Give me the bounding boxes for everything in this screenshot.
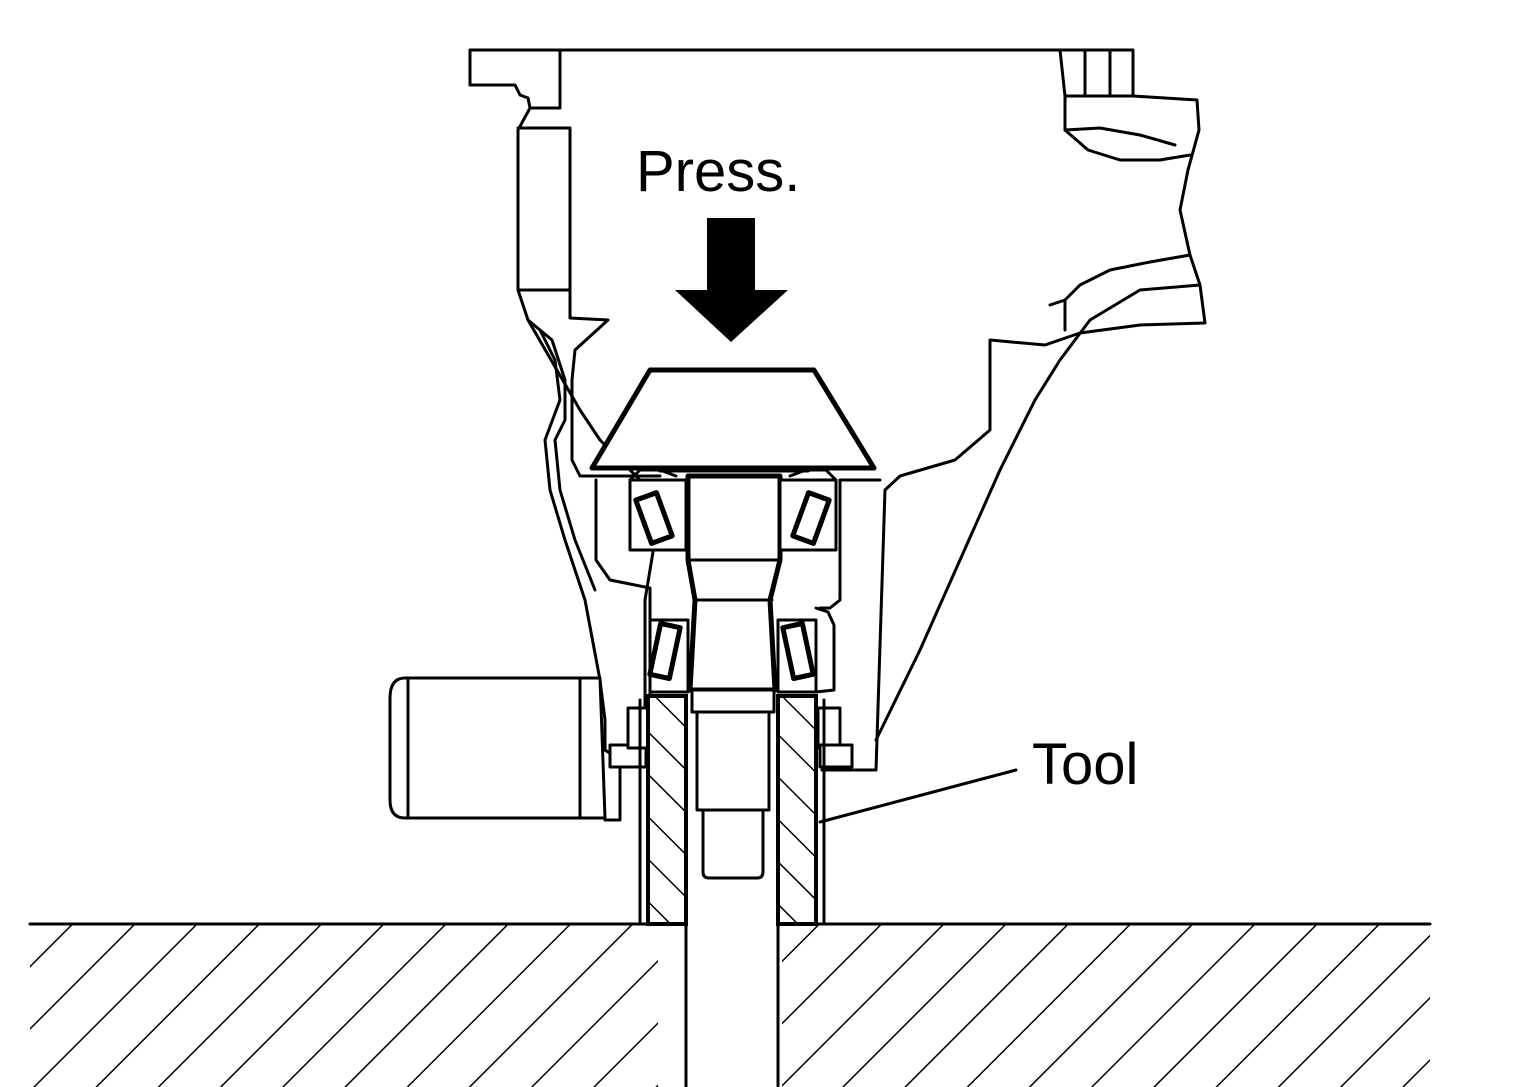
side-cover	[388, 676, 607, 820]
shaft	[685, 473, 783, 880]
tool-label: Tool	[1032, 732, 1138, 797]
lower-bearing	[647, 606, 836, 694]
tool-leader-line	[818, 768, 1018, 824]
tool-sleeve	[638, 694, 826, 926]
press-label: Press.	[636, 139, 800, 204]
press-bed	[28, 922, 1432, 1087]
press-arrow-icon	[675, 218, 788, 342]
upper-bearing	[628, 468, 838, 552]
transfer-case-housing	[468, 48, 1207, 822]
press-attachment	[589, 367, 877, 473]
